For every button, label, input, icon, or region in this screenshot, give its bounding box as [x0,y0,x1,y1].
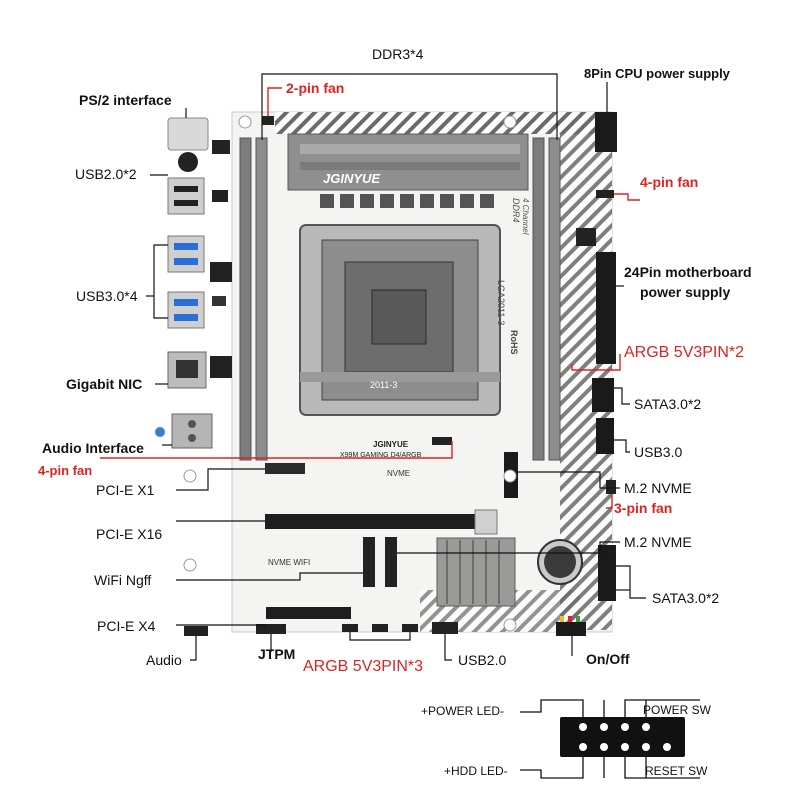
pcie-x1-label: PCI-E X1 [96,482,155,498]
pcie-x16-label: PCI-E X16 [96,526,163,542]
usb30-rear-label: USB3.0*4 [76,288,138,304]
front-panel-diagram [520,699,700,779]
wifi-ngff-slot [363,537,375,587]
chipset-heatsink [436,537,516,607]
callout-lines [146,73,646,661]
svg-text:LGA2011-3: LGA2011-3 [496,280,506,325]
wifi-label: WiFi Ngff [94,572,152,588]
audio-header [184,626,208,636]
fan-4pin-right-header [596,190,614,198]
m2-nvme-bottom-label: M.2 NVME [624,534,692,550]
svg-text:DDR4: DDR4 [511,198,521,223]
front-panel-header [556,622,586,636]
red-callout-lines [100,87,640,509]
pcie-x16-slot [265,514,475,529]
ps2-label: PS/2 interface [79,92,172,108]
sata-bottom-ports [598,545,616,601]
gigabit-nic-label: Gigabit NIC [66,376,143,392]
usb30-header-label: USB3.0 [634,444,683,460]
ps2-port [167,117,209,151]
pcb-stripes-top [275,112,611,134]
vrm-chokes [320,194,494,208]
argb-header-1 [342,624,358,632]
ram-slot-a2 [255,137,268,461]
argb-header-2 [372,624,388,632]
m2-nvme-mid-slot [385,537,397,587]
usb20-header [432,622,458,634]
sata-top-ports [592,378,614,412]
front-panel-pin-block [560,717,685,757]
reset-sw-label: RESET SW [645,764,708,778]
pcie-x4-slot [266,607,351,619]
ram-slot-b2 [548,137,561,461]
ddr3-label: DDR3*4 [372,46,424,62]
fan-4pin-left-label: 4-pin fan [38,463,93,478]
argb-3-label: ARGB 5V3PIN*3 [303,658,424,675]
jtpm-label: JTPM [258,646,296,662]
hdd-led-label: +HDD LED- [444,764,508,778]
audio-interface-label: Audio Interface [42,440,144,456]
fan-3pin-header [606,480,616,494]
svg-text:RoHS: RoHS [509,330,519,355]
mb-power-label-line1: 24Pin motherboard [624,264,752,280]
audio-label: Audio [146,652,182,668]
usb20-header-label: USB2.0 [458,652,507,668]
usb30-header [596,418,614,454]
pcie-x4-label: PCI-E X4 [97,618,156,634]
usb30-ports-lower [167,291,205,329]
power-led-label: +POWER LED- [421,704,505,718]
usb20-ports [167,177,205,215]
sata-bottom-label: SATA3.0*2 [652,590,720,606]
usb20-rear-label: USB2.0*2 [75,166,137,182]
usb30-ports-upper [167,235,205,273]
argb-header-3 [402,624,418,632]
svg-text:NVME WIFI: NVME WIFI [268,558,310,567]
m2-nvme-top-label: M.2 NVME [624,480,692,496]
pcie-x1-slot [265,463,305,474]
mb-power-label-line2: power supply [640,284,731,300]
fan-2pin-label: 2-pin fan [286,80,345,96]
svg-text:4 Channel: 4 Channel [521,198,530,235]
brand-logo: JGINYUE [323,171,380,186]
fan-4pin-right-label: 4-pin fan [640,174,699,190]
fan-4pin-left-header [432,437,452,445]
sata-top-label: SATA3.0*2 [634,396,702,412]
svg-text:JGINYUE: JGINYUE [373,440,409,449]
cpu-8pin-connector [595,112,617,152]
argb-2-label: ARGB 5V3PIN*2 [624,344,745,361]
svg-text:X99M GAMING D4/ARGB: X99M GAMING D4/ARGB [340,452,422,459]
atx-24pin-connector [596,252,616,364]
fan-2pin-header [262,116,274,125]
cpu-power-label: 8Pin CPU power supply [584,66,730,81]
fan-3pin-label: 3-pin fan [614,500,673,516]
ram-slot-a1 [239,137,252,461]
jtpm-header [256,624,286,634]
audio-jacks [171,413,213,449]
power-sw-label: POWER SW [643,703,711,717]
ram-slot-b1 [532,137,545,461]
svg-text:NVME: NVME [387,469,410,478]
onoff-label: On/Off [586,651,630,667]
svg-text:2011-3: 2011-3 [370,380,397,390]
